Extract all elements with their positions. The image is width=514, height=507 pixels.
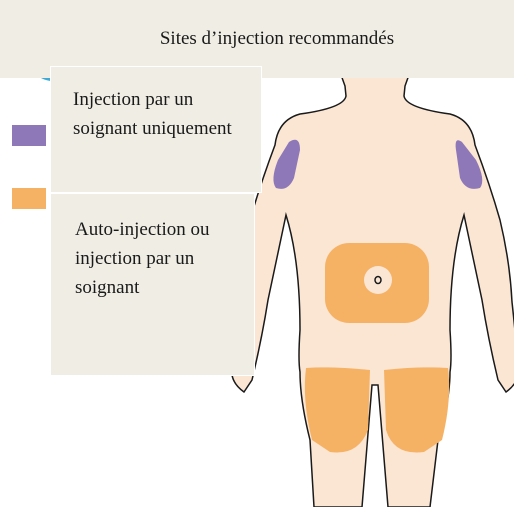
thigh-site-right (384, 367, 449, 452)
legend-label-caregiver-only: Injection par un soignant uniquement (73, 85, 243, 143)
legend-swatch-caregiver-only (12, 125, 46, 146)
legend-label-self-or-caregiver: Auto-injection ou injection par un soign… (75, 215, 245, 302)
legend-swatch-self-or-caregiver (12, 188, 46, 209)
legend-self-or-caregiver: Auto-injection ou injection par un soign… (50, 193, 255, 376)
navel-area (364, 266, 392, 294)
thigh-site-left (305, 367, 370, 452)
legend-caregiver-only: Injection par un soignant uniquement (50, 66, 262, 193)
